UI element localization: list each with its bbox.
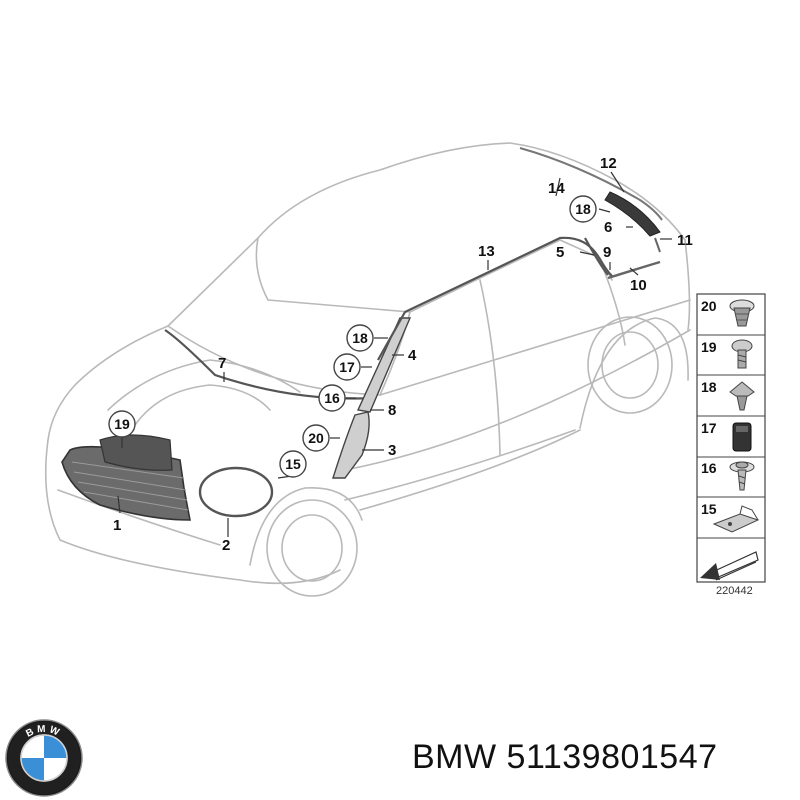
callouts: 1 2 3 4 5 6 7 8 9 10 11 12 13 14 15 16 1… (108, 155, 693, 554)
callout-16: 16 (318, 384, 346, 412)
callout-19: 19 (108, 410, 136, 438)
car-outline (44, 142, 691, 597)
callout-4: 4 (408, 347, 417, 364)
callout-8: 8 (388, 402, 396, 419)
svg-text:BMW: BMW (24, 724, 63, 740)
callout-18-d-pillar: 18 (569, 195, 597, 223)
fastener-legend: 20 19 18 (696, 293, 766, 597)
legend-row-16: 16 (701, 460, 755, 491)
callout-1: 1 (113, 517, 121, 534)
callout-5: 5 (556, 244, 564, 261)
screw-icon (731, 339, 753, 369)
callout-12: 12 (600, 155, 617, 172)
callout-3: 3 (388, 442, 396, 459)
callout-20: 20 (302, 424, 330, 452)
svg-text:19: 19 (114, 416, 130, 432)
roof-rail (519, 147, 663, 221)
svg-text:18: 18 (352, 330, 368, 346)
rubber-grommet-icon (732, 422, 752, 452)
rear-seal (607, 260, 661, 280)
callout-18-a-pillar: 18 (346, 324, 374, 352)
callout-9: 9 (603, 244, 611, 261)
legend-row-17: 17 (701, 420, 752, 452)
svg-text:18: 18 (701, 379, 717, 395)
bmw-logo: BMW (5, 719, 83, 797)
logo-text: BMW (24, 724, 60, 740)
callout-13: 13 (478, 243, 495, 260)
legend-row-20: 20 (701, 298, 755, 327)
push-rivet-icon (729, 299, 755, 327)
legend-row-18: 18 (701, 379, 755, 411)
callout-10: 10 (630, 277, 647, 294)
svg-text:15: 15 (701, 501, 717, 517)
part-number: 51139801547 (506, 738, 718, 776)
callout-6: 6 (604, 219, 612, 236)
legend-row-15: 15 (701, 501, 760, 533)
callout-7: 7 (218, 355, 226, 372)
callout-14: 14 (548, 180, 565, 197)
direction-arrow-icon (700, 551, 759, 581)
svg-text:16: 16 (701, 460, 717, 476)
svg-text:19: 19 (701, 339, 717, 355)
callout-15: 15 (279, 450, 307, 478)
d-pillar-trim (604, 191, 661, 237)
svg-text:18: 18 (575, 201, 591, 217)
legend-row-direction (700, 551, 759, 581)
svg-text:20: 20 (701, 298, 717, 314)
callout-2: 2 (222, 537, 230, 554)
a-pillar-lower (332, 411, 370, 479)
a-pillar-trim (356, 317, 412, 413)
figure-code: 220442 (716, 585, 753, 597)
svg-text:16: 16 (324, 390, 340, 406)
svg-text:17: 17 (701, 420, 717, 436)
svg-text:15: 15 (285, 456, 301, 472)
callout-11: 11 (677, 232, 693, 249)
roof-seal (377, 236, 613, 361)
callout-17: 17 (333, 353, 361, 381)
svg-text:17: 17 (339, 359, 355, 375)
highlighted-parts (61, 147, 663, 521)
headlight-ring (198, 466, 274, 518)
collar-screw-icon (729, 461, 755, 491)
part-caption: BMW 51139801547 (412, 738, 718, 777)
legend-row-19: 19 (701, 339, 753, 369)
brand-name: BMW (412, 738, 497, 776)
svg-text:20: 20 (308, 430, 324, 446)
rear-window-seal (584, 237, 609, 276)
expanding-rivet-icon (729, 381, 755, 411)
bracket-clip-icon (712, 505, 760, 533)
